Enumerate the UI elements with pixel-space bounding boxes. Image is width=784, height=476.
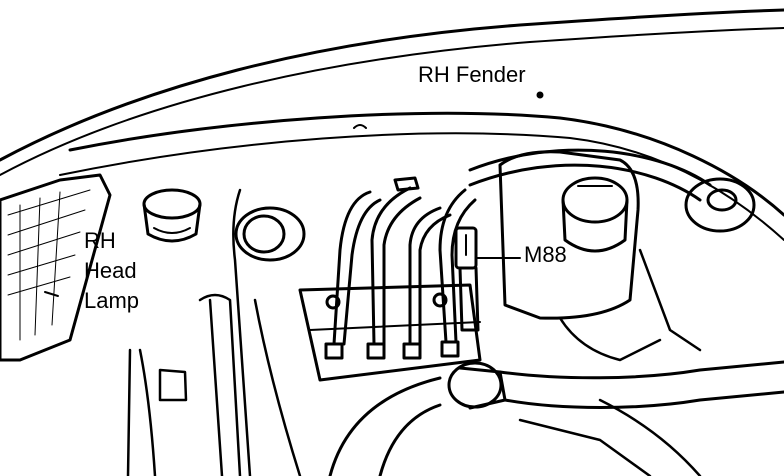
rh-head-lamp-line-3: Lamp — [84, 288, 140, 313]
rh-head-lamp-line-2: Head — [84, 258, 137, 283]
rh-head-lamp-line-1: RH — [84, 228, 116, 253]
reservoir-cap-left — [142, 188, 202, 243]
hose-lower — [328, 360, 784, 476]
head-lamp — [0, 173, 112, 362]
hose-right — [468, 148, 756, 233]
brake-lines — [332, 176, 477, 346]
grommet-left — [234, 206, 306, 262]
m88-connector — [454, 226, 521, 332]
hydraulic-unit — [298, 283, 482, 382]
rh-head-lamp-label: RH Head Lamp — [84, 226, 139, 316]
engine-details — [126, 188, 702, 476]
fender-outline — [0, 8, 784, 241]
rh-fender-label: RH Fender — [418, 62, 526, 87]
master-cylinder — [498, 150, 640, 320]
m88-label: M88 — [524, 242, 567, 267]
